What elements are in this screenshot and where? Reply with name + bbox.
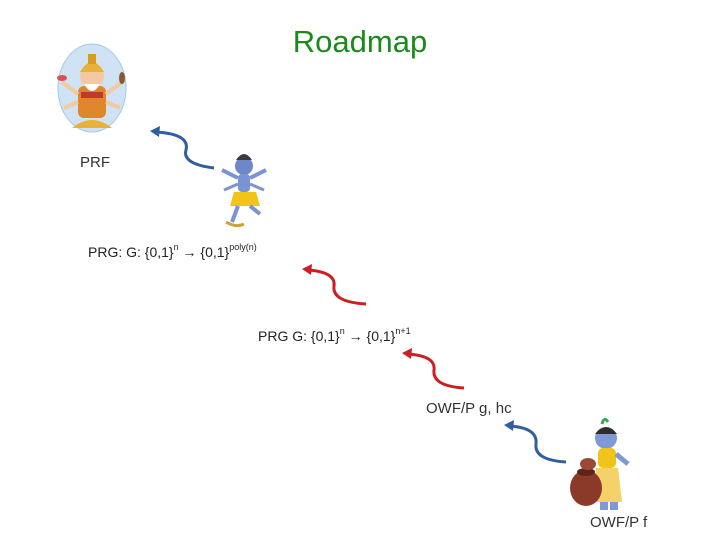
label-owfp-ghc: OWF/P g, hc: [426, 400, 512, 417]
formula-prg-poly-arrow: → {0,1}: [178, 244, 230, 260]
formula-prg-n1-exp1: n: [339, 326, 345, 336]
formula-prg-poly: PRG: G: {0,1}n → {0,1}poly(n): [88, 242, 257, 260]
formula-prg-poly-prefix: PRG: G: {0,1}: [88, 244, 174, 260]
arrow-prg-to-prf: [150, 126, 215, 170]
formula-prg-n1-exp2: n+1: [395, 326, 411, 336]
arrow-owfp-to-prg-n1: [402, 348, 465, 390]
formula-prg-n1-prefix: PRG G: {0,1}: [258, 328, 340, 344]
formula-prg-poly-exp1: n: [173, 242, 179, 252]
arrow-owfp-f-to-owfp-ghc: [504, 420, 567, 464]
arrow-prg-n1-to-prg-poly: [302, 264, 367, 306]
slide-title: Roadmap: [292, 24, 428, 59]
formula-prg-poly-exp2: poly(n): [229, 242, 257, 252]
deity-dancing-blue-icon: [221, 154, 267, 228]
label-prf: PRF: [80, 154, 110, 171]
label-owfp-f: OWF/P f: [590, 514, 648, 531]
formula-prg-n1: PRG G: {0,1}n → {0,1}n+1: [258, 326, 411, 344]
formula-prg-n1-arrow: → {0,1}: [344, 328, 396, 344]
deity-child-pot-icon: [570, 417, 630, 510]
deity-four-headed-icon: [57, 43, 127, 133]
